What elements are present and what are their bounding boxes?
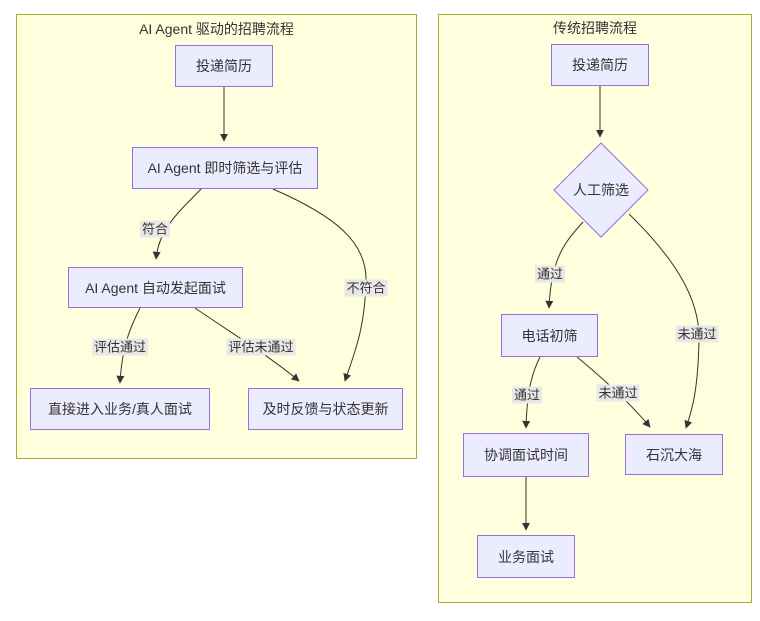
node-manual-screening-label: 人工筛选 (573, 182, 629, 198)
node-ai-interview: AI Agent 自动发起面试 (68, 267, 243, 308)
node-feedback-update: 及时反馈与状态更新 (248, 388, 403, 430)
node-no-response: 石沉大海 (625, 434, 723, 475)
edge-manual-pass-to-phone (545, 221, 584, 309)
edge-label-match: 符合 (139, 220, 171, 238)
edge-ai-screening-match-to-ai-interview (152, 188, 202, 260)
edge-phone-pass-to-schedule (522, 356, 541, 429)
edge-ai-interview-pass-to-direct (116, 307, 141, 384)
cluster-ai-recruitment (16, 14, 417, 459)
edge-label-pass-to-phone: 通过 (534, 265, 566, 283)
node-direct-interview: 直接进入业务/真人面试 (30, 388, 210, 430)
edge-label-eval-fail: 评估未通过 (226, 338, 296, 356)
node-schedule-interview: 协调面试时间 (463, 433, 589, 477)
cluster-traditional-recruitment (438, 14, 752, 603)
node-submit-resume-traditional: 投递简历 (551, 44, 649, 86)
edge-label-fail-to-sea: 未通过 (675, 325, 719, 343)
edge-label-eval-pass: 评估通过 (91, 338, 149, 356)
edge-label-no-match: 不符合 (344, 279, 388, 297)
edge-label-pass-to-schedule: 通过 (511, 386, 543, 404)
cluster-title-ai: AI Agent 驱动的招聘流程 (139, 21, 294, 37)
edge-label-fail-to-sea2: 未通过 (596, 384, 640, 402)
node-ai-screening: AI Agent 即时筛选与评估 (132, 147, 318, 189)
node-business-interview: 业务面试 (477, 535, 575, 578)
node-phone-screening: 电话初筛 (501, 314, 598, 357)
cluster-title-traditional: 传统招聘流程 (553, 20, 637, 36)
decision-diamond-manual-screening (553, 142, 649, 238)
node-submit-resume-ai: 投递简历 (175, 45, 273, 87)
